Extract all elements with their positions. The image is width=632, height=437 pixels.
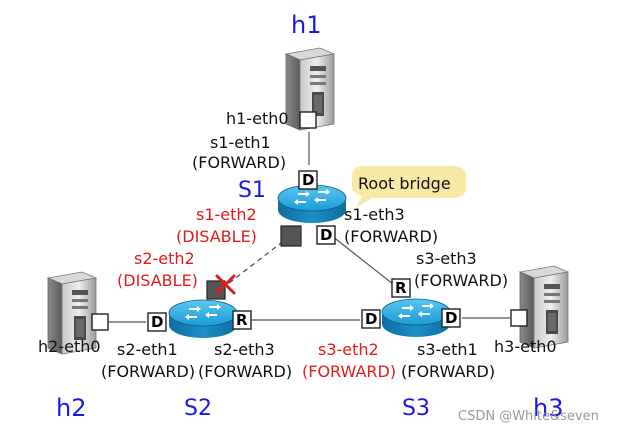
- s3-eth3-state: (FORWARD): [414, 271, 508, 290]
- switch-s2-name: S2: [184, 396, 212, 421]
- watermark: CSDN @White&seven: [458, 409, 599, 424]
- port-h2-eth0: [91, 313, 109, 331]
- s1-eth2-label: s1-eth2: [196, 205, 257, 224]
- switch-icon: [277, 184, 347, 224]
- s3-eth1-state: (FORWARD): [401, 362, 495, 381]
- port-s2-eth1: D: [147, 312, 167, 332]
- port-s2-eth3: R: [232, 310, 252, 330]
- s1-eth2-state: (DISABLE): [176, 227, 257, 246]
- port-role: D: [445, 309, 457, 327]
- root-bridge-bubble: [352, 166, 466, 208]
- port-s2-eth2: [206, 274, 236, 300]
- s2-eth1-label: s2-eth1: [117, 340, 178, 359]
- switch-s2: [168, 299, 238, 339]
- port-s3-eth1: D: [441, 308, 461, 328]
- s2-eth3-label: s2-eth3: [214, 340, 275, 359]
- h1-iface-label: h1-eth0: [226, 109, 289, 128]
- s2-eth1-state: (FORWARD): [101, 362, 195, 381]
- port-role: D: [320, 226, 332, 244]
- s1-eth3-label: s1-eth3: [344, 205, 405, 224]
- port-h1-eth0: [299, 111, 317, 129]
- port-s1-eth1: D: [298, 170, 318, 190]
- host-h2-name: h2: [56, 394, 86, 422]
- switch-s3-name: S3: [402, 396, 430, 421]
- port-h3-eth0: [510, 309, 528, 327]
- s1-eth1-label: s1-eth1: [210, 133, 271, 152]
- switch-s1-name: S1: [238, 178, 266, 203]
- s2-eth2-label: s2-eth2: [134, 249, 195, 268]
- s3-eth3-label: s3-eth3: [416, 249, 477, 268]
- root-bridge-label: Root bridge: [358, 174, 451, 193]
- s3-eth2-label: s3-eth2: [318, 340, 379, 359]
- s2-eth3-state: (FORWARD): [198, 362, 292, 381]
- switch-icon: [381, 298, 451, 338]
- h2-iface-label: h2-eth0: [38, 337, 101, 356]
- host-h3-name: h3: [533, 394, 563, 422]
- port-role: D: [151, 313, 163, 331]
- port-disabled-box: [206, 280, 226, 300]
- s1-eth3-state: (FORWARD): [344, 227, 438, 246]
- link-s1-s2-blocked: [219, 235, 291, 291]
- port-s1-eth3: D: [316, 225, 336, 245]
- s3-eth1-label: s3-eth1: [417, 340, 478, 359]
- host-h1-name: h1: [291, 11, 321, 39]
- blocked-x-icon: [215, 274, 236, 295]
- server-icon: [519, 265, 569, 349]
- port-role: R: [236, 311, 248, 329]
- port-disabled-box: [280, 225, 302, 247]
- switch-s1: [277, 184, 347, 224]
- switch-s3: [381, 298, 451, 338]
- port-role: R: [395, 279, 407, 297]
- port-s1-eth2: [280, 225, 302, 247]
- port-s3-eth3: R: [391, 278, 411, 298]
- host-h3: [519, 265, 569, 349]
- s3-eth2-state: (FORWARD): [302, 362, 396, 381]
- h3-iface-label: h3-eth0: [494, 337, 557, 356]
- port-s3-eth2: D: [361, 309, 381, 329]
- s1-eth1-state: (FORWARD): [192, 153, 286, 172]
- switch-icon: [168, 299, 238, 339]
- s2-eth2-state: (DISABLE): [117, 271, 198, 290]
- link-s1-s3: [331, 235, 399, 289]
- root-bridge-callout: Root bridge: [352, 166, 466, 208]
- port-role: D: [302, 171, 314, 189]
- port-role: D: [365, 310, 377, 328]
